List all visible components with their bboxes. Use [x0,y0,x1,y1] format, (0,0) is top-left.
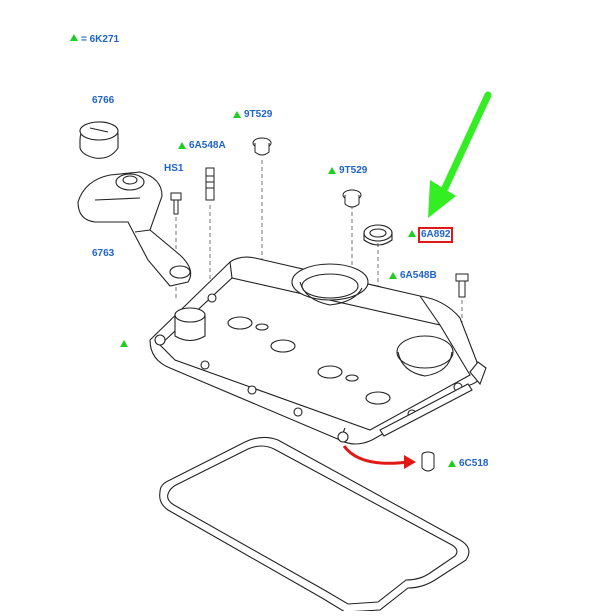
bolt-6a548b [455,273,469,298]
triangle-icon [178,142,186,149]
grommet-9t529-b [342,189,362,208]
legend-text: = 6K271 [81,34,120,45]
label-plug-6c518[interactable]: 6C518 [459,458,489,469]
red-arrowhead [404,455,416,469]
grommet-9t529-a [252,137,272,156]
triangle-icon [70,34,78,41]
triangle-icon [120,340,128,347]
gasket [159,436,470,613]
label-grommet-9t529-a[interactable]: 9T529 [244,109,273,120]
triangle-icon [328,167,336,174]
label-grommet-9t529-b[interactable]: 9T529 [339,165,368,176]
oil-filler-cap [79,121,119,159]
label-oil-filler-cap[interactable]: 6766 [92,95,115,106]
triangle-icon [448,460,456,467]
seal-6a892 [363,224,393,246]
stud-6a548a [205,167,215,201]
filler-neck [77,171,192,287]
triangle-icon [408,230,416,237]
green-arrow-shaft [441,91,492,192]
valve-cover [149,256,487,445]
label-bolt-hs1[interactable]: HS1 [164,163,184,174]
legend: = 6K271 [70,34,119,46]
green-arrowhead [428,180,456,218]
label-filler-neck[interactable]: 6763 [92,248,115,259]
plug-6c518 [421,451,435,472]
bolt-hs1 [170,192,182,215]
triangle-icon [233,111,241,118]
red-curved-arrow [342,445,409,465]
triangle-icon [389,272,397,279]
label-bolt-6a548b[interactable]: 6A548B [400,270,437,281]
label-stud-6a548a[interactable]: 6A548A [189,140,226,151]
label-seal-6a892[interactable]: 6A892 [418,227,454,243]
